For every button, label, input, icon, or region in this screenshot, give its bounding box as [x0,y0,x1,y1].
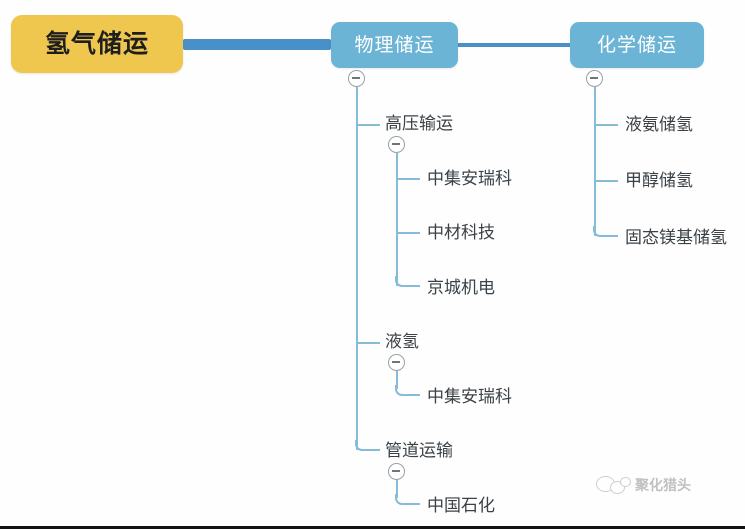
collapse-toggle-physical[interactable] [348,70,365,87]
watermark: 聚化猎头 [596,474,691,496]
wechat-bubbles-icon [596,474,631,496]
leaf-stub-sinoma-tech [396,232,420,234]
stem-chemical [593,87,596,112]
trunk-physical [355,112,358,450]
node-label-pipeline[interactable]: 管道运输 [385,441,453,460]
leaf-label-sinoma-tech[interactable]: 中材科技 [427,223,495,242]
stem-pipeline [395,480,398,498]
leaf-stub-methanol [594,180,618,182]
branch-node-physical[interactable]: 物理储运 [331,22,458,68]
leaf-label-cimc-enric-lh[interactable]: 中集安瑞科 [427,387,512,406]
leaf-label-cimc-enric-hp[interactable]: 中集安瑞科 [427,169,512,188]
collapse-toggle-pipeline[interactable] [388,463,405,480]
leaf-elbow-solid-magnesium [593,226,618,237]
branch-elbow-pipeline [355,440,380,451]
leaf-label-liquid-ammonia[interactable]: 液氨储氢 [625,115,693,134]
leaf-stub-liquid-ammonia [594,124,618,126]
connector-physical-to-chemical [458,43,570,47]
leaf-label-jingcheng[interactable]: 京城机电 [427,278,495,297]
trunk-chemical [593,112,596,236]
root-node-label: 氢气储运 [44,29,149,58]
branch-node-physical-label: 物理储运 [354,34,435,56]
collapse-toggle-liquid-hydrogen[interactable] [388,354,405,371]
leaf-elbow-cimc-enric-lh [395,385,420,396]
trunk-high-pressure [395,173,398,286]
leaf-label-solid-magnesium[interactable]: 固态镁基储氢 [625,228,727,247]
collapse-toggle-high-pressure[interactable] [388,136,405,153]
branch-stub-high-pressure [356,124,380,126]
leaf-elbow-sinopec [395,494,420,505]
leaf-stub-cimc-enric-hp [396,178,420,180]
root-node[interactable]: 氢气储运 [11,15,183,73]
node-label-liquid-hydrogen[interactable]: 液氢 [385,332,419,351]
stem-high-pressure [395,153,398,173]
leaf-label-methanol[interactable]: 甲醇储氢 [625,171,693,190]
stem-liquid-hydrogen [395,371,398,389]
collapse-toggle-chemical[interactable] [586,70,603,87]
leaf-label-sinopec[interactable]: 中国石化 [427,496,495,515]
connector-root-to-physical [183,39,331,50]
branch-stub-liquid-hydrogen [356,342,380,344]
stem-physical [355,87,358,112]
node-label-high-pressure[interactable]: 高压输运 [385,114,453,133]
leaf-elbow-jingcheng [395,276,420,287]
watermark-text: 聚化猎头 [635,477,691,493]
branch-node-chemical-label: 化学储运 [596,34,677,56]
branch-node-chemical[interactable]: 化学储运 [570,22,704,68]
